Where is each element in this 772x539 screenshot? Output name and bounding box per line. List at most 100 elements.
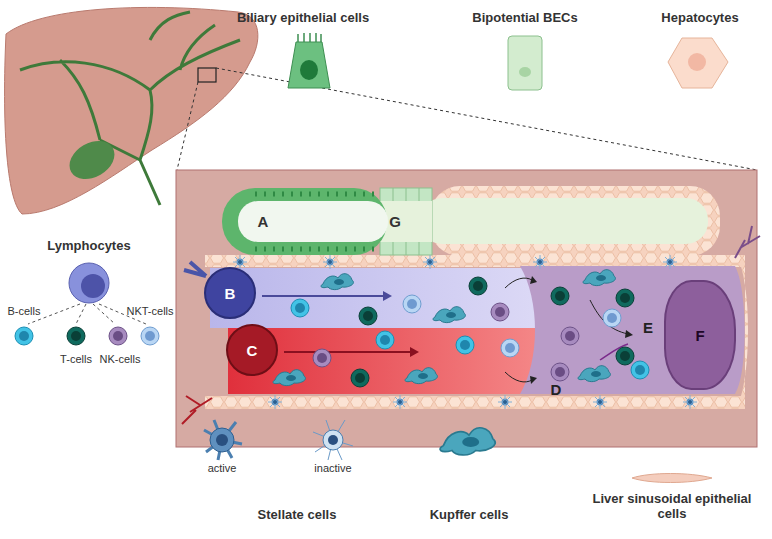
lobule-panel-part xyxy=(663,255,677,269)
legend-icons-part xyxy=(632,474,712,483)
lobule-panel-part xyxy=(423,255,437,269)
legend-icons-part-part xyxy=(440,428,495,455)
callout-letter: G xyxy=(389,213,401,230)
cell-label: B-cells xyxy=(7,305,40,318)
lobule-panel-part xyxy=(498,395,512,409)
cell-label: active xyxy=(208,462,237,475)
lobule-panel-part xyxy=(410,347,419,357)
lobule-panel-part xyxy=(533,255,547,269)
lobule-panel-part xyxy=(616,347,634,365)
lobule-panel-part xyxy=(262,295,383,297)
cell-type-icons-part xyxy=(300,60,318,80)
vessel-letter: C xyxy=(247,342,258,359)
lobule-panel-part xyxy=(530,376,537,384)
lobule-panel-part xyxy=(578,366,610,382)
heading-label: Hepatocytes xyxy=(661,11,738,26)
heading-label: Lymphocytes xyxy=(47,239,130,254)
heading-label: Stellate cells xyxy=(258,508,337,523)
lobule-panel-part xyxy=(268,395,282,409)
lymphocyte-tree-part xyxy=(69,263,109,303)
lobule-panel-part xyxy=(530,276,537,284)
cell-label: T-cells xyxy=(60,353,92,366)
lobule-panel-part xyxy=(393,395,407,409)
legend-icons-part xyxy=(440,428,495,455)
lobule-panel-part xyxy=(351,369,369,387)
lobule-panel xyxy=(176,170,760,447)
lobule-panel-part xyxy=(625,330,633,338)
lobule-panel-part xyxy=(616,289,634,307)
vessel-circle: B xyxy=(204,267,256,319)
lobule-panel-part xyxy=(551,363,569,381)
legend-icons-part xyxy=(328,435,338,445)
cell-type-icons-part xyxy=(668,38,728,88)
lobule-panel-part xyxy=(238,201,388,242)
heading-label: Liver sinusoidal epithelial cells xyxy=(587,492,757,522)
callout-letter: A xyxy=(258,213,269,230)
lobule-panel-part xyxy=(583,270,615,286)
liver-silhouette-part xyxy=(198,68,216,82)
legend-icons xyxy=(204,420,712,483)
lymphocyte-tree-part xyxy=(67,327,85,345)
lobule-panel-part xyxy=(603,309,621,327)
vessel-circle: C xyxy=(226,324,278,376)
lymphocyte-tree-part xyxy=(81,274,105,298)
lymphocyte-tree-part xyxy=(109,327,127,345)
lobule-panel-part xyxy=(505,372,532,382)
lobule-panel-part xyxy=(291,299,309,317)
lymphocyte-tree xyxy=(15,263,159,345)
lobule-panel-part xyxy=(313,349,331,367)
vessel-circle: F xyxy=(664,280,736,390)
callout-letter: E xyxy=(643,319,653,336)
vessel-letter: F xyxy=(695,327,704,344)
liver-silhouette-part xyxy=(63,133,122,186)
lobule-panel-part xyxy=(210,268,540,328)
lobule-panel-part xyxy=(561,327,579,345)
liver-silhouette-part xyxy=(177,68,757,170)
legend-icons-part xyxy=(313,420,353,460)
lymphocyte-tree-part xyxy=(15,327,33,345)
lobule-panel-part xyxy=(255,194,380,249)
lobule-panel-part xyxy=(205,255,745,267)
lobule-panel-part xyxy=(469,277,487,295)
callout-letter: D xyxy=(551,381,562,398)
lobule-panel-part xyxy=(735,226,760,258)
lobule-panel-part xyxy=(184,262,206,276)
cell-label: NKT-cells xyxy=(126,305,173,318)
lobule-panel-part xyxy=(228,328,550,394)
lobule-panel-part xyxy=(433,307,465,323)
lobule-panel-part xyxy=(520,266,745,394)
lobule-panel-part xyxy=(323,255,337,269)
cell-type-icons-part xyxy=(519,67,531,77)
cell-type-icons-part xyxy=(288,42,330,88)
lobule-panel-part xyxy=(359,307,377,325)
lobule-panel-part xyxy=(405,368,437,384)
cell-type-icons-part xyxy=(298,33,321,42)
cell-type-icons xyxy=(288,33,728,90)
lobule-panel-part xyxy=(420,198,708,244)
lobule-panel-part xyxy=(182,396,212,424)
lobule-panel-part xyxy=(631,361,649,379)
lobule-panel-part xyxy=(501,339,519,357)
lobule-panel-part xyxy=(593,395,607,409)
lobule-panel-part xyxy=(403,295,421,313)
lobule-panel-part xyxy=(222,188,387,255)
heading-label: Kupffer cells xyxy=(430,508,509,523)
lobule-panel-part xyxy=(505,278,532,288)
lobule-panel-part xyxy=(273,370,305,386)
lobule-panel-part xyxy=(456,336,474,354)
cell-type-icons-part xyxy=(688,53,706,71)
legend-icons-part xyxy=(204,420,242,460)
lobule-panel-part xyxy=(383,291,392,301)
legend-icons-part xyxy=(323,430,343,450)
cell-label: inactive xyxy=(314,462,351,475)
lobule-panel-part xyxy=(321,274,353,290)
lymphocyte-tree-part xyxy=(141,327,159,345)
heading-label: Bipotential BECs xyxy=(472,11,577,26)
lobule-panel-part xyxy=(205,396,745,409)
lobule-panel-part xyxy=(551,287,569,305)
lobule-panel-part xyxy=(683,395,697,409)
vessel-letter: B xyxy=(225,285,236,302)
cell-type-icons-part xyxy=(508,36,542,90)
